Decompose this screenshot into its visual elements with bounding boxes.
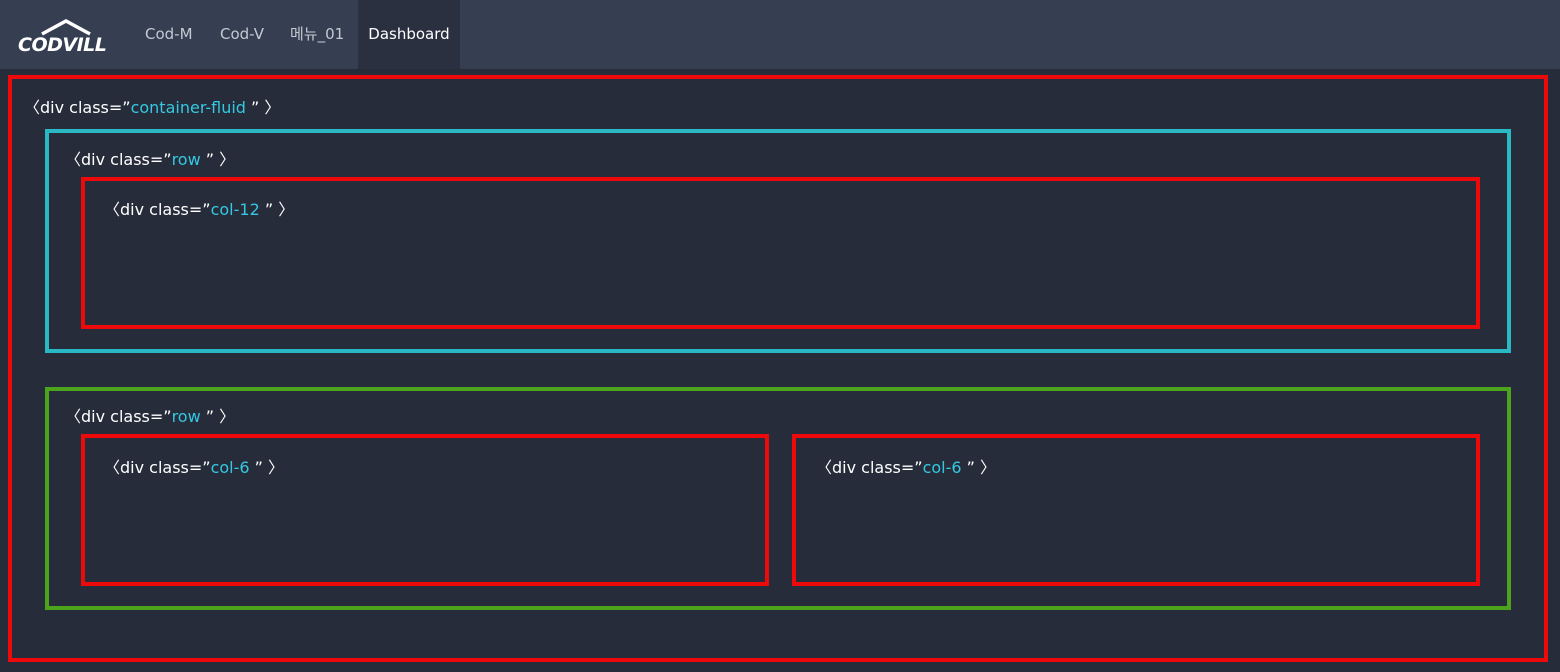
house-roof-icon: [41, 19, 91, 36]
row-2-box: [45, 387, 1511, 610]
row-1-label: 〈div class=”row ” 〉: [65, 150, 236, 169]
nav-item-menu-01[interactable]: 메뉴_01: [290, 25, 345, 43]
col-6-right-box: [792, 434, 1480, 586]
row-2-label: 〈div class=”row ” 〉: [65, 407, 236, 426]
col-12-label: 〈div class=”col-12 ” 〉: [104, 200, 295, 219]
container-fluid-box: [8, 75, 1548, 662]
col-6-left-box: [81, 434, 769, 586]
brand-logo-text: CODVILL: [18, 34, 107, 56]
container-fluid-label: 〈div class=”container-fluid ” 〉: [24, 98, 281, 117]
nav-item-dashboard[interactable]: Dashboard: [358, 0, 460, 69]
nav-item-cod-m[interactable]: Cod-M: [145, 25, 193, 43]
col-6-left-label: 〈div class=”col-6 ” 〉: [104, 458, 285, 477]
col-6-right-label: 〈div class=”col-6 ” 〉: [816, 458, 997, 477]
top-navbar: CODVILL Cod-M Cod-V 메뉴_01 Dashboard: [0, 0, 1560, 69]
nav-item-cod-v[interactable]: Cod-V: [220, 25, 264, 43]
brand-logo[interactable]: CODVILL: [16, 18, 110, 60]
col-12-box: [81, 177, 1480, 329]
row-1-box: [45, 129, 1511, 353]
